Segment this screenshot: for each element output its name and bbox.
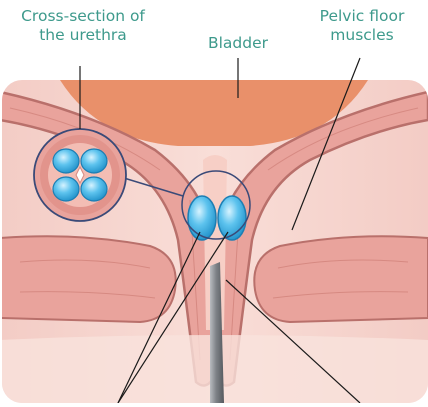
- urethra-cross-section: [34, 129, 126, 221]
- pelvic-floor-band-right: [254, 236, 428, 322]
- pelvic-floor-label-line2: muscles: [296, 26, 428, 45]
- bulking-agent-left: [188, 196, 216, 240]
- pelvic-floor-band-left: [0, 236, 176, 322]
- bladder-label: Bladder: [188, 34, 288, 53]
- pelvic-floor-label-line1: Pelvic floor: [296, 7, 428, 26]
- cross-section-label-line1: Cross-section of: [0, 7, 166, 26]
- pelvic-panel: [0, 80, 428, 403]
- pelvic-floor-label: Pelvic floor muscles: [296, 7, 428, 45]
- cross-section-label: Cross-section of the urethra: [0, 7, 166, 45]
- bulking-agent-right: [218, 196, 246, 240]
- cross-section-label-line2: the urethra: [0, 26, 166, 45]
